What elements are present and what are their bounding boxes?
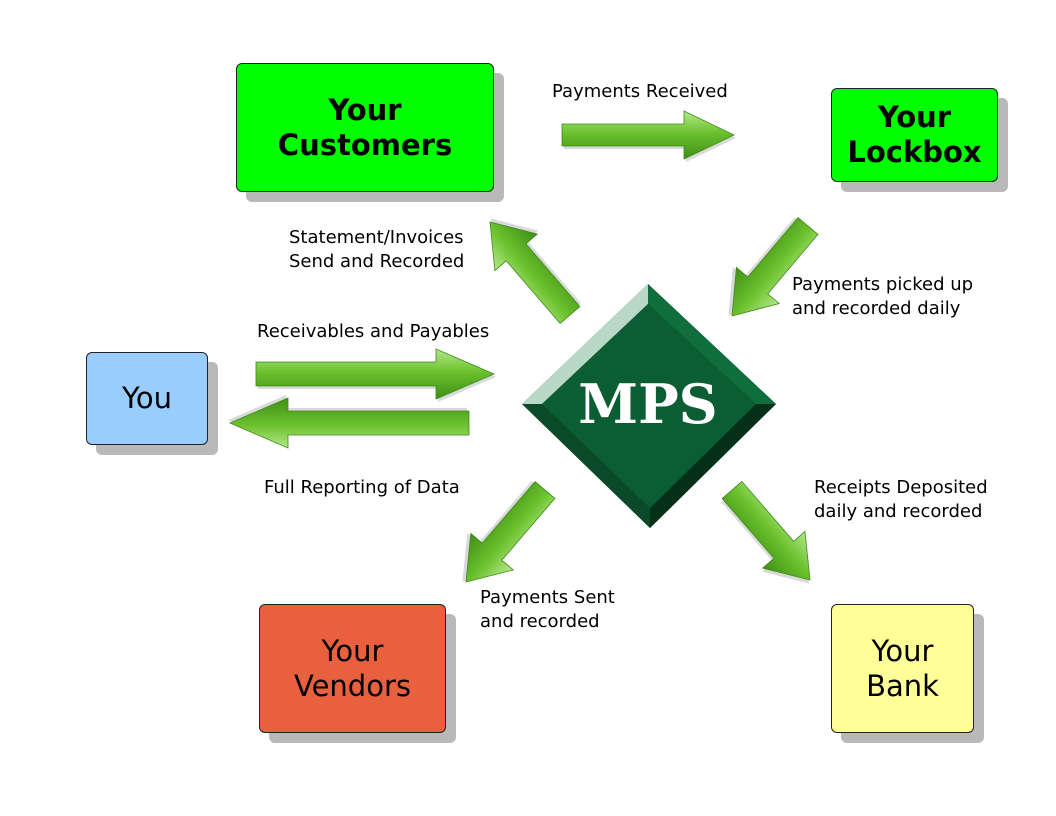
node-label: Your Vendors <box>294 633 411 703</box>
edge-label-full-reporting: Full Reporting of Data <box>264 477 460 498</box>
arrow-mps-to-customers <box>489 218 581 325</box>
edge-label-statement-invoices: Statement/Invoices Send and Recorded <box>289 227 465 272</box>
arrow-mps-to-bank <box>721 480 811 584</box>
edge-label-receipts-deposited: Receipts Deposited daily and recorded <box>814 477 988 522</box>
edge-label-payments-received: Payments Received <box>552 81 728 102</box>
node-your-bank: Your Bank <box>831 604 974 733</box>
node-you: You <box>86 352 208 445</box>
arrow-mps-to-vendors <box>462 480 556 583</box>
arrow-you-to-mps <box>255 348 496 402</box>
edge-label-payments-sent: Payments Sent and recorded <box>480 587 615 632</box>
node-label: You <box>122 381 172 416</box>
node-your-vendors: Your Vendors <box>259 604 446 733</box>
mps-diamond: MPS <box>522 284 776 528</box>
node-label: Your Lockbox <box>847 100 982 169</box>
node-your-customers: Your Customers <box>236 63 494 192</box>
edge-label-receivables-payables: Receivables and Payables <box>257 321 490 342</box>
node-label: Your Customers <box>277 92 453 162</box>
node-label: Your Bank <box>866 633 939 703</box>
arrow-lockbox-to-mps <box>728 217 819 317</box>
node-your-lockbox: Your Lockbox <box>831 88 998 182</box>
arrow-mps-to-you <box>228 395 470 449</box>
mps-label: MPS <box>578 372 717 436</box>
edge-label-payments-picked-up: Payments picked up and recorded daily <box>792 274 974 319</box>
arrow-customers-to-lockbox <box>561 110 736 162</box>
